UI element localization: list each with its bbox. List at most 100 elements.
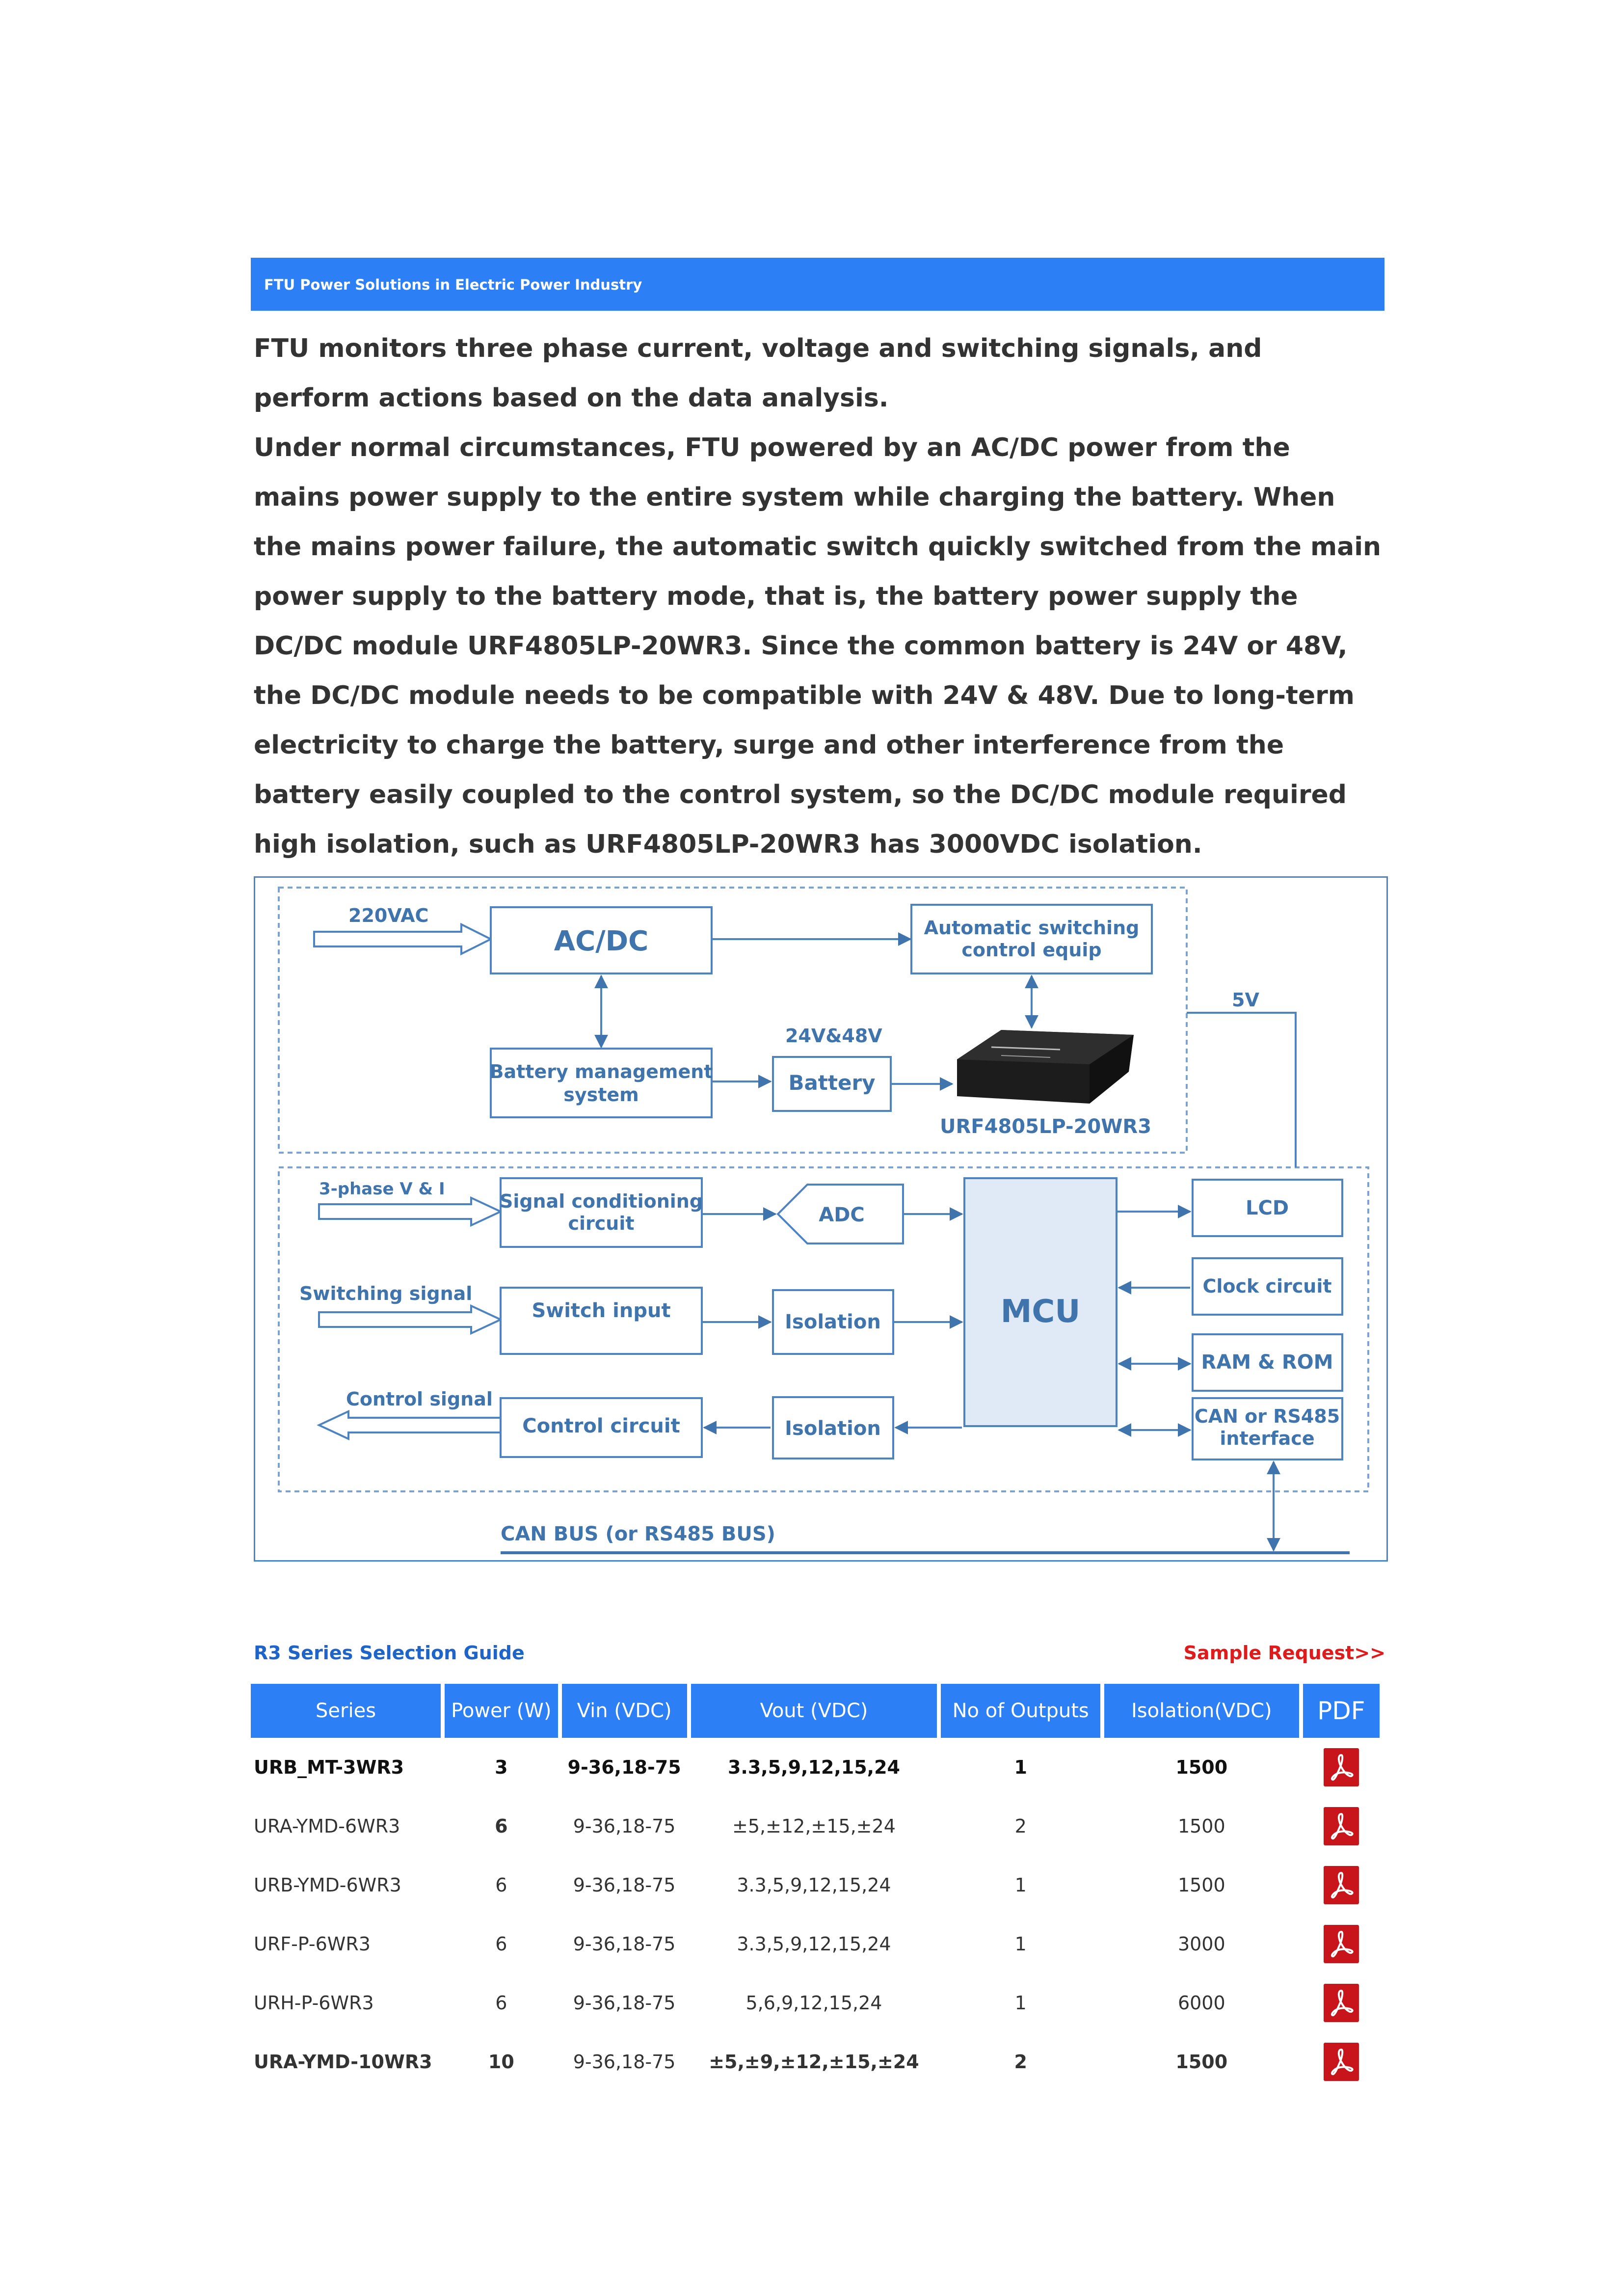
table-row: URB_MT-3WR3 3 9-36,18-75 3.3,5,9,12,15,2… [251,1738,1380,1797]
label-switching-signal: Switching signal [299,1283,472,1304]
cell-series: URB_MT-3WR3 [254,1756,404,1778]
input-arrow-3phase [318,1196,503,1227]
table-row: URF-P-6WR3 6 9-36,18-75 3.3,5,9,12,15,24… [251,1915,1380,1973]
pdf-icon[interactable] [1323,2043,1359,2081]
sample-request-link[interactable]: Sample Request>> [1183,1642,1385,1664]
col-pdf: PDF [1303,1684,1380,1738]
table-row: URA-YMD-10WR3 10 9-36,18-75 ±5,±9,±12,±1… [251,2032,1380,2091]
cell-outputs: 1 [1014,1756,1027,1778]
auto-switch-label-1: Automatic switching [924,917,1140,939]
lcd-label: LCD [1246,1197,1289,1219]
auto-switch-box [910,904,1153,974]
col-vin: Vin (VDC) [561,1684,687,1738]
pdf-icon[interactable] [1323,1866,1359,1904]
cell-vin: 9-36,18-75 [573,1815,676,1837]
cell-vout: 3.3,5,9,12,15,24 [737,1874,891,1896]
power-section-border [278,887,1188,1154]
table-row: URA-YMD-6WR3 6 9-36,18-75 ±5,±12,±15,±24… [251,1797,1380,1856]
cell-isolation: 1500 [1177,1874,1225,1896]
battery-label: Battery [788,1071,875,1095]
signal-conditioning-label-1: Signal conditioning [500,1190,703,1212]
bms-label-1: Battery management [490,1061,713,1082]
table-row: URH-P-6WR3 6 9-36,18-75 5,6,9,12,15,24 1… [251,1973,1380,2032]
signal-conditioning-box [500,1177,703,1248]
mcu-box [963,1177,1117,1427]
intro-text: FTU monitors three phase current, voltag… [254,324,1383,869]
cell-isolation: 1500 [1175,2051,1228,2073]
control-circuit-box [500,1397,703,1458]
clock-label: Clock circuit [1202,1275,1331,1297]
header-banner: FTU Power Solutions in Electric Power In… [251,258,1384,311]
input-arrow-switching [318,1304,503,1335]
line-5v [1187,1012,1297,1167]
cell-vin: 9-36,18-75 [573,1933,676,1955]
cell-vin: 9-36,18-75 [573,2051,676,2073]
ftu-block-diagram: 220VAC AC/DC Automatic switching control… [254,876,1388,1562]
intro-paragraph-1: FTU monitors three phase current, voltag… [254,334,1262,413]
battery-box [772,1056,892,1112]
table-header-row: Series Power (W) Vin (VDC) Vout (VDC) No… [251,1684,1380,1738]
label-control-signal: Control signal [346,1388,493,1410]
col-outputs: No of Outputs [941,1684,1101,1738]
can-interface-box [1192,1397,1343,1460]
module-name-label: URF4805LP-20WR3 [940,1115,1151,1138]
col-power: Power (W) [445,1684,558,1738]
input-arrow-220vac [313,922,493,956]
label-24v48v: 24V&48V [785,1025,882,1047]
cell-power: 6 [495,1874,507,1896]
cell-vin: 9-36,18-75 [573,1874,676,1896]
isolation-box-2 [772,1396,894,1459]
control-circuit-label: Control circuit [522,1415,680,1437]
cell-isolation: 1500 [1177,1815,1225,1837]
cell-pdf [1303,2032,1380,2091]
cell-pdf [1303,1973,1380,2032]
cell-series: URF-P-6WR3 [254,1933,371,1955]
cell-series: URB-YMD-6WR3 [254,1874,401,1896]
table-row: URB-YMD-6WR3 6 9-36,18-75 3.3,5,9,12,15,… [251,1856,1380,1915]
pdf-icon[interactable] [1323,1748,1359,1786]
can-bus-label: CAN BUS (or RS485 BUS) [501,1523,775,1545]
cell-power: 6 [495,1933,507,1955]
adc-label: ADC [819,1204,865,1226]
pdf-icon[interactable] [1323,1807,1359,1845]
cell-outputs: 1 [1014,1992,1027,2014]
pdf-icon[interactable] [1323,1984,1359,2022]
cell-outputs: 2 [1014,2051,1027,2073]
cell-pdf [1303,1738,1380,1797]
cell-vout: 3.3,5,9,12,15,24 [727,1756,900,1778]
cell-vin: 9-36,18-75 [573,1992,676,2014]
cell-outputs: 1 [1014,1874,1027,1896]
cell-pdf [1303,1856,1380,1915]
can-interface-label-2: interface [1220,1428,1314,1449]
cell-vout: 5,6,9,12,15,24 [745,1992,882,2014]
label-220vac: 220VAC [348,905,428,926]
cell-outputs: 2 [1014,1815,1027,1837]
cell-isolation: 3000 [1177,1933,1225,1955]
output-arrow-control [317,1409,502,1441]
cell-series: URA-YMD-6WR3 [254,1815,400,1837]
banner-title: FTU Power Solutions in Electric Power In… [264,276,642,293]
dcdc-module-image [957,1030,1134,1104]
auto-switch-label-2: control equip [961,939,1101,961]
ram-rom-label: RAM & ROM [1201,1351,1333,1374]
cell-series: URH-P-6WR3 [254,1992,374,2014]
cell-vout: ±5,±9,±12,±15,±24 [709,2051,919,2073]
cell-vout: ±5,±12,±15,±24 [732,1815,896,1837]
isolation-label-1: Isolation [785,1311,881,1333]
cell-power: 10 [488,2051,514,2073]
ram-rom-box [1192,1333,1343,1392]
cell-isolation: 1500 [1175,1756,1228,1778]
pdf-icon[interactable] [1323,1925,1359,1963]
col-isolation: Isolation(VDC) [1104,1684,1299,1738]
cell-power: 6 [495,1992,507,2014]
cell-series: URA-YMD-10WR3 [254,2051,432,2073]
acdc-box [490,906,713,974]
label-5v: 5V [1232,989,1259,1011]
cell-pdf [1303,1915,1380,1973]
col-vout: Vout (VDC) [691,1684,937,1738]
isolation-label-2: Isolation [785,1417,881,1440]
signal-conditioning-label-2: circuit [568,1213,634,1234]
acdc-label: AC/DC [554,925,648,957]
cell-outputs: 1 [1014,1933,1027,1955]
switch-input-box [500,1287,703,1355]
